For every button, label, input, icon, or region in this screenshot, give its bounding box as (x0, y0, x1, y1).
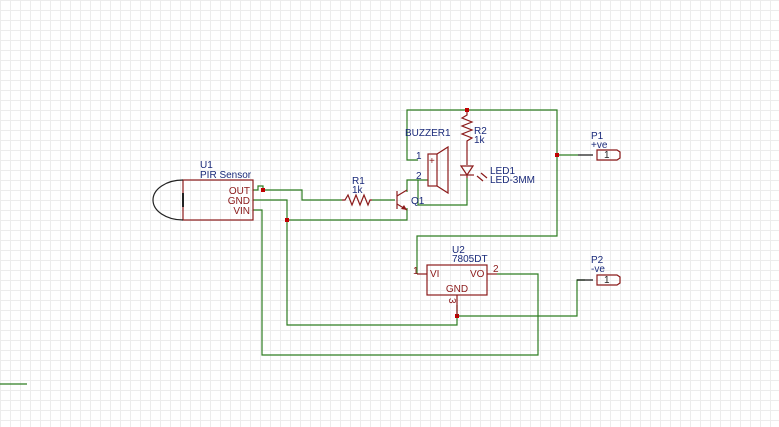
u2-pin3: 3 (446, 298, 457, 304)
u1-pin-gnd: GND (228, 196, 250, 207)
u2-pin1: 1 (413, 266, 419, 277)
junction (261, 188, 265, 192)
wires (0, 109, 593, 385)
junction (465, 108, 469, 112)
regulator-u2[interactable]: U2 7805DT VI VO GND 1 2 3 (413, 245, 499, 316)
junction (285, 218, 289, 222)
u2-pin-vi: VI (430, 269, 439, 280)
p1-pin: 1 (604, 150, 610, 161)
u2-pin-vo: VO (470, 269, 485, 280)
buzzer1[interactable]: + BUZZER1 1 2 (405, 128, 451, 195)
wire-vin[interactable] (253, 209, 539, 356)
u1-pin-out: OUT (229, 186, 250, 197)
p1-ref: P1 (591, 131, 604, 142)
junction (555, 153, 559, 157)
transistor-q1[interactable]: Q1 (396, 189, 425, 211)
r2-value: 1k (474, 135, 486, 146)
r2-ref: R2 (474, 126, 487, 137)
u2-pin-gnd: GND (446, 284, 468, 295)
connector-p2[interactable]: 1 P2 -ve (591, 255, 621, 286)
r1-value: 1k (352, 185, 364, 196)
u2-value: 7805DT (452, 254, 488, 265)
q1-ref: Q1 (411, 196, 425, 207)
p2-ref: P2 (591, 255, 604, 266)
wire-vcc[interactable] (406, 109, 558, 274)
connector-p1[interactable]: 1 P1 +ve (591, 131, 621, 161)
resistor-r1[interactable]: R1 1k (342, 176, 372, 207)
u2-ref: U2 (452, 245, 465, 256)
wire-led-buzzer[interactable] (417, 178, 468, 206)
u1-pin-vin: VIN (233, 206, 250, 217)
buzzer-pin1: 1 (416, 151, 422, 162)
u1-ref: U1 (200, 160, 213, 171)
buzzer-plus: + (429, 156, 435, 167)
p2-value: -ve (591, 264, 605, 275)
wire-out[interactable] (253, 185, 342, 201)
junctions (261, 108, 559, 318)
pir-sensor-u1[interactable]: U1 PIR Sensor OUT GND VIN (152, 160, 254, 221)
r1-ref: R1 (352, 176, 365, 187)
wire-gnd-p2[interactable] (457, 279, 585, 317)
led1-ref: LED1 (490, 166, 515, 177)
p2-pin: 1 (604, 275, 610, 286)
wire-collector[interactable] (406, 179, 418, 192)
u1-value: PIR Sensor (200, 170, 252, 181)
buzzer-pin2: 2 (416, 171, 422, 182)
u2-pin2: 2 (493, 264, 499, 275)
led1[interactable]: LED1 LED-3MM (459, 165, 535, 186)
led1-value: LED-3MM (490, 175, 535, 186)
p1-value: +ve (591, 140, 608, 151)
wire-gnd[interactable] (253, 199, 458, 326)
buzzer-ref: BUZZER1 (405, 128, 451, 139)
resistor-r2[interactable]: R2 1k (460, 112, 487, 165)
wire-emitter-gnd[interactable] (287, 208, 408, 221)
